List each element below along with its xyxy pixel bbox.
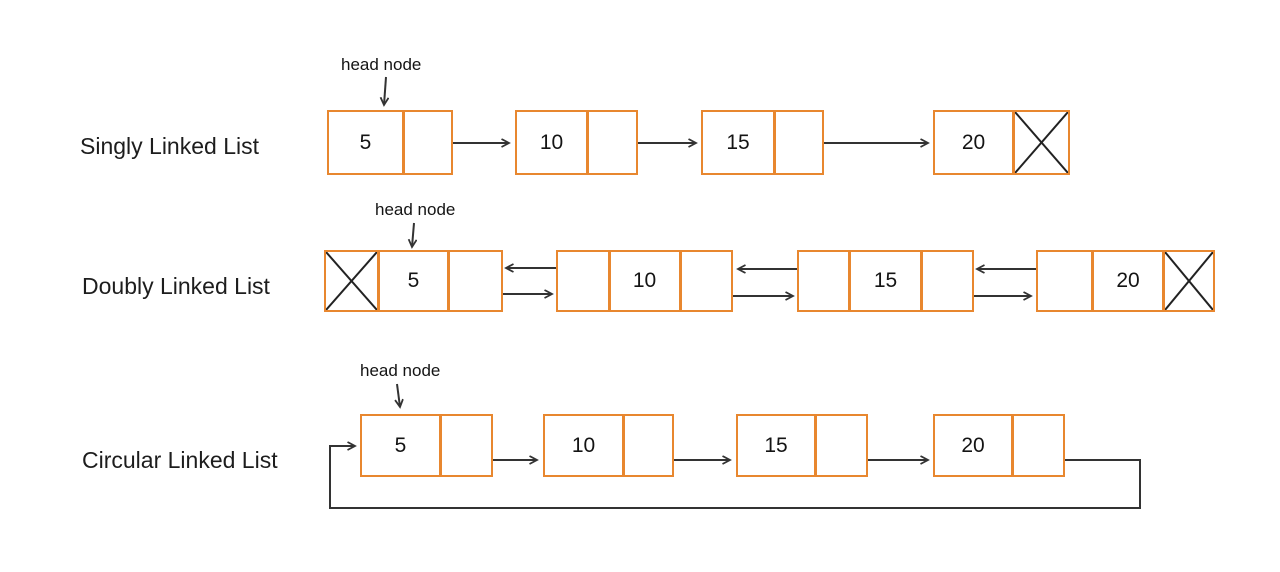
singly-node-4: 20	[933, 110, 1070, 175]
node-value: 20	[961, 433, 985, 457]
doubly-node-2: 10	[556, 250, 733, 312]
next-pointer-cell	[439, 416, 491, 475]
circular-head-pointer-arrow	[397, 383, 400, 407]
node-value: 20	[1116, 269, 1140, 292]
data-cell: 15	[703, 112, 773, 173]
circular-node-1: 5	[360, 414, 493, 477]
prev-pointer-cell	[799, 252, 848, 310]
head-node-label-doubly: head node	[375, 200, 456, 219]
next-pointer-cell	[1012, 112, 1068, 173]
data-cell: 5	[362, 416, 439, 475]
node-value: 10	[571, 433, 596, 457]
row-label-singly: Singly Linked List	[80, 133, 259, 159]
doubly-node-3: 15	[797, 250, 974, 312]
node-value: 15	[764, 433, 788, 457]
node-value: 5	[407, 269, 420, 292]
doubly-node-1: 5	[324, 250, 503, 312]
node-value: 15	[726, 130, 750, 154]
next-pointer-cell	[402, 112, 451, 173]
data-cell: 15	[848, 252, 920, 310]
node-value: 5	[394, 433, 407, 457]
row-label-circular: Circular Linked List	[82, 447, 278, 473]
circular-node-4: 20	[933, 414, 1065, 477]
prev-pointer-cell	[326, 252, 377, 310]
data-cell: 15	[738, 416, 814, 475]
circular-node-2: 10	[543, 414, 674, 477]
next-pointer-cell	[1011, 416, 1063, 475]
row-label-doubly: Doubly Linked List	[82, 273, 270, 299]
data-cell: 5	[329, 112, 402, 173]
node-value: 10	[539, 130, 564, 154]
singly-node-2: 10	[515, 110, 638, 175]
singly-head-pointer-arrow	[384, 76, 386, 105]
head-node-label-singly: head node	[341, 55, 422, 74]
node-value: 5	[359, 130, 372, 154]
next-pointer-cell	[622, 416, 672, 475]
node-value: 15	[873, 269, 898, 292]
prev-pointer-cell	[558, 252, 608, 310]
null-x-icon	[1165, 252, 1213, 310]
next-pointer-cell	[920, 252, 972, 310]
next-pointer-cell	[447, 252, 501, 310]
null-x-icon	[326, 252, 377, 310]
next-pointer-cell	[773, 112, 822, 173]
data-cell: 10	[517, 112, 586, 173]
singly-node-1: 5	[327, 110, 453, 175]
null-x-icon	[1015, 112, 1068, 173]
data-cell: 5	[377, 252, 447, 310]
next-pointer-cell	[814, 416, 866, 475]
node-value: 20	[961, 130, 986, 154]
singly-node-3: 15	[701, 110, 824, 175]
circular-node-3: 15	[736, 414, 868, 477]
doubly-node-4: 20	[1036, 250, 1215, 312]
data-cell: 20	[935, 416, 1011, 475]
doubly-head-pointer-arrow	[412, 222, 414, 247]
data-cell: 20	[935, 112, 1012, 173]
data-cell: 10	[607, 252, 679, 310]
data-cell: 20	[1091, 252, 1162, 310]
prev-pointer-cell	[1038, 252, 1091, 310]
next-pointer-cell	[1162, 252, 1213, 310]
next-pointer-cell	[586, 112, 636, 173]
node-value: 10	[632, 269, 657, 292]
next-pointer-cell	[678, 252, 732, 310]
head-node-label-circular: head node	[360, 361, 441, 380]
data-cell: 10	[545, 416, 622, 475]
